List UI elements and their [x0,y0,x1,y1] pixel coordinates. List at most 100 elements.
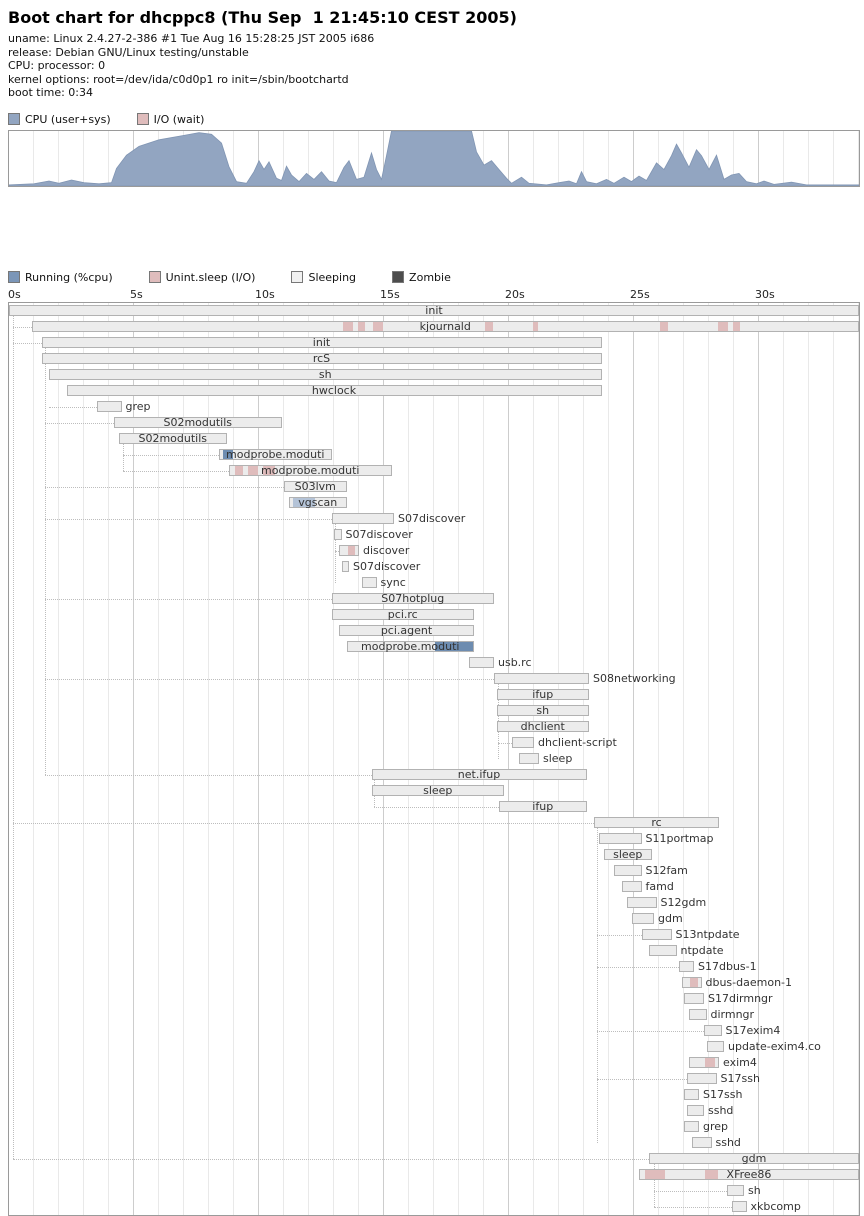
io-segment [690,977,698,987]
process-row: sleep [9,751,859,767]
process-row: kjournald [9,319,859,335]
process-label: sshd [715,1135,741,1149]
process-row: xkbcomp [9,1199,859,1215]
tree-connector-horizontal [497,742,512,744]
io-segment [705,1057,715,1067]
process-label: S07hotplug [381,591,445,605]
io-segment [247,465,258,475]
process-row: ntpdate [9,943,859,959]
process-row: grep [9,1119,859,1135]
process-label: vgscan [298,495,338,509]
process-row: sh [9,1183,859,1199]
process-row: S17dirmngr [9,991,859,1007]
process-row: ifup [9,799,859,815]
process-bar [631,912,654,924]
process-row: sshd [9,1135,859,1151]
process-row: sh [9,703,859,719]
tree-connector-horizontal [654,1190,727,1192]
process-bar [649,944,677,956]
process-bar [499,800,587,812]
process-bar [731,1200,747,1212]
process-label: init [425,303,443,317]
process-label: ifup [532,687,554,701]
process-label: S17exim4 [725,1023,781,1037]
process-bar [599,832,642,844]
cpu-chart-legend: CPU (user+sys) I/O (wait) [8,113,864,126]
process-row: sleep [9,847,859,863]
io-segment [262,465,275,475]
info-line-kernel-options: kernel options: root=/dev/ida/c0d0p1 ro … [8,72,349,86]
io-segment [705,1169,718,1179]
process-row: dhclient [9,719,859,735]
process-bar [41,352,602,364]
process-bar [9,304,859,316]
info-line-uname: uname: Linux 2.4.27-2-386 #1 Tue Aug 16 … [8,32,375,45]
axis-tick-label: 0s [8,287,21,301]
tree-connector-vertical [596,822,598,1143]
process-label: sh [748,1183,761,1197]
process-bar [639,1168,859,1180]
io-color-swatch [136,113,149,125]
run_light-segment [292,497,315,507]
tree-connector-horizontal [45,422,114,424]
process-row: S07discover [9,527,859,543]
legend-item-unint-sleep: Unint.sleep (I/O) [148,271,255,284]
process-label: gdm [741,1151,767,1165]
process-bar [679,960,694,972]
process-label: sleep [543,751,573,765]
process-bar [289,496,347,508]
tree-connector-vertical [12,310,14,1159]
process-label: S17ssh [703,1087,743,1101]
process-row: S17ssh [9,1071,859,1087]
tree-connector-vertical [654,1158,655,1207]
process-label: S17ssh [720,1071,760,1085]
tree-connector-horizontal [596,934,642,936]
process-label: gdm [658,911,683,925]
tree-connector-horizontal [374,806,499,808]
process-label: pci.rc [387,607,418,621]
process-bar [684,1120,699,1132]
process-bar [519,752,539,764]
process-bar [284,480,347,492]
process-label: grep [125,399,151,413]
process-row: S07hotplug [9,591,859,607]
io-segment [342,321,353,331]
zombie-color-swatch [392,271,405,283]
io-segment [357,321,365,331]
legend-item-running: Running (%cpu) [8,271,113,284]
process-label: S07discover [398,511,466,525]
tree-connector-horizontal [12,342,42,344]
process-row: S12fam [9,863,859,879]
process-bar [706,1040,724,1052]
process-row: famd [9,879,859,895]
tree-connector-horizontal [12,1158,649,1160]
process-bar [494,672,589,684]
process-bar [334,528,342,540]
process-bar [641,928,672,940]
process-row: grep [9,399,859,415]
process-bar [626,896,657,908]
process-label: ntpdate [680,943,724,957]
process-row: dbus-daemon-1 [9,975,859,991]
bootchart-page: Boot chart for dhcppc8 (Thu Sep 1 21:45:… [0,8,864,1216]
cpu-usage-chart [8,129,860,187]
axis-tick-label: 25s [630,287,650,301]
process-row: modprobe.moduti [9,639,859,655]
process-label: S03lvm [294,479,336,493]
process-label: XFree86 [726,1167,772,1181]
io-segment [532,321,538,331]
process-bar [361,576,377,588]
process-row: init [9,303,859,319]
process-bar [219,448,332,460]
axis-tick-label: 15s [380,287,400,301]
io-segment [717,321,728,331]
process-bar [331,592,494,604]
process-label: S12fam [645,863,688,877]
process-label: net.ifup [457,767,501,781]
process-bar [496,720,589,732]
process-row: S13ntpdate [9,927,859,943]
process-bar [339,544,359,556]
axis-tick-label: 10s [255,287,275,301]
tree-connector-horizontal [122,470,229,472]
process-bar [371,784,504,796]
